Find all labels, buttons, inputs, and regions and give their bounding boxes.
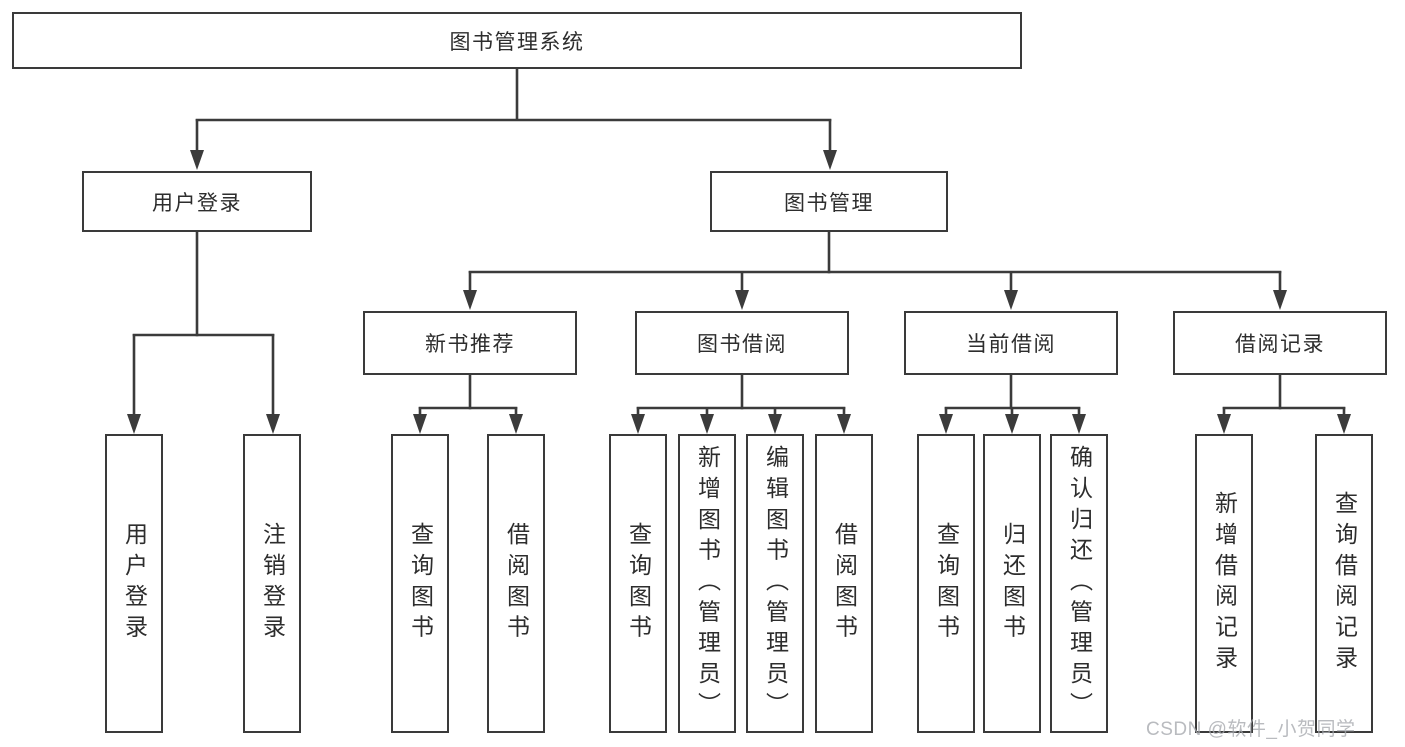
- leaf-borrow-books-recommend: 借阅图书: [487, 434, 545, 733]
- node-book-borrow: 图书借阅: [635, 311, 849, 375]
- node-book-management: 图书管理: [710, 171, 948, 232]
- leaf-add-borrow-record-label: 新增借阅记录: [1211, 491, 1238, 676]
- leaf-add-borrow-record: 新增借阅记录: [1195, 434, 1253, 733]
- leaf-logout-label: 注销登录: [259, 521, 286, 646]
- node-borrow-records: 借阅记录: [1173, 311, 1387, 375]
- leaf-confirm-return-admin: 确认归还（管理员）: [1050, 434, 1108, 733]
- leaf-query-borrow-record: 查询借阅记录: [1315, 434, 1373, 733]
- leaf-confirm-return-admin-label: 确认归还（管理员）: [1066, 444, 1093, 723]
- node-book-borrow-label: 图书借阅: [697, 333, 787, 356]
- leaf-borrow-books-recommend-label: 借阅图书: [503, 521, 530, 646]
- leaf-query-books-borrow-label: 查询图书: [625, 521, 652, 646]
- node-user-login-label: 用户登录: [152, 191, 242, 215]
- node-borrow-records-label: 借阅记录: [1235, 333, 1325, 356]
- leaf-borrow-books: 借阅图书: [815, 434, 873, 733]
- node-current-borrow-label: 当前借阅: [966, 333, 1056, 356]
- node-library-system: 图书管理系统: [12, 12, 1022, 69]
- leaf-query-books-recommend-label: 查询图书: [407, 521, 434, 646]
- leaf-user-login-label: 用户登录: [121, 521, 148, 646]
- leaf-user-login: 用户登录: [105, 434, 163, 733]
- leaf-return-books-label: 归还图书: [999, 521, 1026, 646]
- leaf-query-books-current: 查询图书: [917, 434, 975, 733]
- leaf-query-books-recommend: 查询图书: [391, 434, 449, 733]
- node-user-login: 用户登录: [82, 171, 312, 232]
- leaf-logout: 注销登录: [243, 434, 301, 733]
- leaf-query-books-borrow: 查询图书: [609, 434, 667, 733]
- leaf-edit-books-admin: 编辑图书（管理员）: [746, 434, 804, 733]
- leaf-add-books-admin-label: 新增图书（管理员）: [694, 444, 721, 723]
- node-book-management-label: 图书管理: [784, 191, 874, 215]
- leaf-borrow-books-label: 借阅图书: [831, 521, 858, 646]
- node-current-borrow: 当前借阅: [904, 311, 1118, 375]
- leaf-add-books-admin: 新增图书（管理员）: [678, 434, 736, 733]
- node-new-book-recommend-label: 新书推荐: [425, 333, 515, 356]
- leaf-query-books-current-label: 查询图书: [933, 521, 960, 646]
- node-new-book-recommend: 新书推荐: [363, 311, 577, 375]
- node-library-system-label: 图书管理系统: [449, 30, 585, 54]
- leaf-return-books: 归还图书: [983, 434, 1041, 733]
- csdn-watermark: CSDN @软件_小贺同学: [1146, 719, 1356, 740]
- leaf-edit-books-admin-label: 编辑图书（管理员）: [762, 444, 789, 723]
- leaf-query-borrow-record-label: 查询借阅记录: [1331, 491, 1358, 676]
